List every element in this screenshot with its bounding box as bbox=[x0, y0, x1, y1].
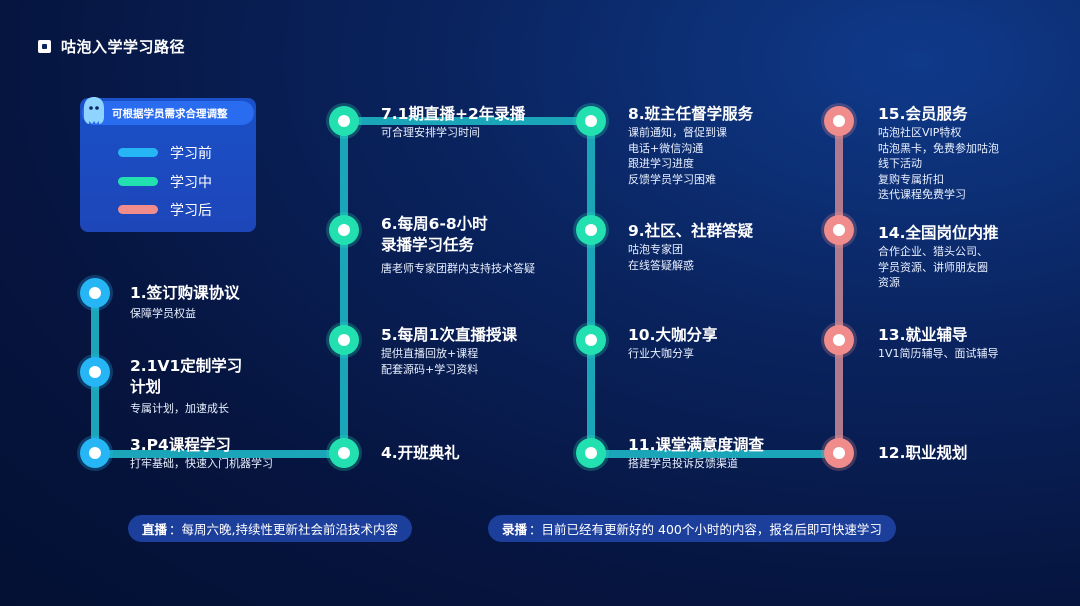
step-desc: 行业大咖分享 bbox=[628, 347, 694, 360]
step-title-line2: 录播学习任务 bbox=[381, 236, 475, 254]
legend-label-after: 学习后 bbox=[170, 203, 212, 219]
recorded-label: 录播 bbox=[502, 522, 528, 537]
step-4: 4.开班典礼 bbox=[381, 443, 460, 464]
live-label: 直播 bbox=[142, 522, 168, 537]
step-desc: 学员资源、讲师朋友圈 bbox=[878, 260, 988, 274]
step-2: 2.1V1定制学习 计划 专属计划，加速成长 bbox=[130, 356, 242, 417]
step-title: 3.P4课程学习 bbox=[130, 436, 231, 454]
recorded-text: ：目前已经有更新好的 400个小时的内容，报名后即可快速学习 bbox=[529, 522, 882, 537]
step-node-2 bbox=[80, 357, 110, 387]
legend-label-during: 学习中 bbox=[170, 175, 212, 191]
live-text: ：每周六晚,持续性更新社会前沿技术内容 bbox=[169, 522, 398, 537]
step-desc: 1V1简历辅导、面试辅导 bbox=[878, 347, 999, 360]
step-desc: 配套源码+学习资料 bbox=[381, 362, 479, 376]
path-line-bottom-2 bbox=[591, 450, 839, 458]
step-desc: 提供直播回放+课程 bbox=[381, 347, 479, 360]
step-desc: 搭建学员投诉反馈渠道 bbox=[628, 457, 738, 470]
step-title: 11.课堂满意度调查 bbox=[628, 436, 764, 454]
step-7: 7.1期直播+2年录播 可合理安排学习时间 bbox=[381, 104, 525, 141]
step-title: 5.每周1次直播授课 bbox=[381, 326, 517, 344]
mascot-icon bbox=[84, 97, 104, 124]
step-desc: 在线答疑解惑 bbox=[628, 258, 694, 272]
legend-swatch-after bbox=[118, 205, 158, 214]
step-title: 14.全国岗位内推 bbox=[878, 224, 999, 242]
step-title: 10.大咖分享 bbox=[628, 326, 718, 344]
live-info-pill: 直播 ：每周六晚,持续性更新社会前沿技术内容 bbox=[128, 515, 412, 542]
step-desc: 反馈学员学习困难 bbox=[628, 172, 716, 186]
step-desc: 保障学员权益 bbox=[130, 307, 196, 320]
step-node-13 bbox=[824, 325, 854, 355]
step-desc: 打牢基础，快速入门机器学习 bbox=[130, 457, 273, 470]
step-desc: 跟进学习进度 bbox=[628, 157, 694, 170]
step-node-7 bbox=[329, 106, 359, 136]
step-desc: 复购专属折扣 bbox=[878, 172, 944, 186]
step-node-9 bbox=[576, 215, 606, 245]
step-10: 10.大咖分享 行业大咖分享 bbox=[628, 325, 717, 362]
legend-heading-pill bbox=[82, 101, 254, 125]
step-title: 7.1期直播+2年录播 bbox=[381, 105, 526, 123]
path-line-bottom-1 bbox=[95, 450, 345, 458]
legend-heading: 可根据学员需求合理调整 bbox=[112, 108, 228, 120]
legend-swatch-during bbox=[118, 177, 158, 186]
step-5: 5.每周1次直播授课 提供直播回放+课程 配套源码+学习资料 bbox=[381, 325, 517, 377]
step-3: 3.P4课程学习 打牢基础，快速入门机器学习 bbox=[130, 435, 273, 472]
step-desc: 合作企业、猎头公司、 bbox=[878, 245, 988, 258]
step-9: 9.社区、社群答疑 咕泡专家团 在线答疑解惑 bbox=[628, 221, 753, 273]
step-node-11 bbox=[576, 438, 606, 468]
step-6: 6.每周6-8小时 录播学习任务 唐老师专家团群内支持技术答疑 bbox=[381, 214, 535, 277]
step-title: 1.签订购课协议 bbox=[130, 284, 240, 302]
step-desc: 电话+微信沟通 bbox=[628, 141, 704, 155]
step-title-line2: 计划 bbox=[130, 378, 162, 396]
step-node-8 bbox=[576, 106, 606, 136]
path-line-col2 bbox=[340, 121, 348, 455]
path-line-col3 bbox=[587, 121, 595, 455]
step-11: 11.课堂满意度调查 搭建学员投诉反馈渠道 bbox=[628, 435, 764, 472]
step-desc: 课前通知，督促到课 bbox=[628, 126, 727, 139]
step-node-3 bbox=[80, 438, 110, 468]
step-node-5 bbox=[329, 325, 359, 355]
step-node-15 bbox=[824, 106, 854, 136]
step-node-12 bbox=[824, 438, 854, 468]
step-14: 14.全国岗位内推 合作企业、猎头公司、 学员资源、讲师朋友圈 资源 bbox=[878, 223, 998, 291]
step-title: 12.职业规划 bbox=[878, 444, 968, 462]
page-title: 咕泡入学学习路径 bbox=[61, 38, 186, 56]
legend-swatch-before bbox=[118, 148, 158, 157]
page-header: 咕泡入学学习路径 bbox=[38, 36, 185, 57]
recorded-info-pill: 录播 ：目前已经有更新好的 400个小时的内容，报名后即可快速学习 bbox=[488, 515, 896, 542]
legend-label-before: 学习前 bbox=[170, 146, 212, 162]
step-title-line1: 6.每周6-8小时 bbox=[381, 215, 488, 233]
step-desc: 咕泡社区VIP特权 bbox=[878, 126, 962, 139]
step-8: 8.班主任督学服务 课前通知，督促到课 电话+微信沟通 跟进学习进度 反馈学员学… bbox=[628, 104, 753, 187]
step-15: 15.会员服务 咕泡社区VIP特权 咕泡黑卡，免费参加咕泡 线下活动 复购专属折… bbox=[878, 104, 999, 203]
step-12: 12.职业规划 bbox=[878, 443, 967, 464]
step-node-4 bbox=[329, 438, 359, 468]
step-desc: 专属计划，加速成长 bbox=[130, 402, 229, 415]
step-1: 1.签订购课协议 保障学员权益 bbox=[130, 283, 240, 322]
square-bullet-icon bbox=[38, 40, 51, 53]
step-node-1 bbox=[80, 278, 110, 308]
step-desc: 唐老师专家团群内支持技术答疑 bbox=[381, 262, 535, 275]
step-desc: 咕泡黑卡，免费参加咕泡 bbox=[878, 141, 999, 155]
step-desc: 线下活动 bbox=[878, 157, 922, 170]
step-13: 13.就业辅导 1V1简历辅导、面试辅导 bbox=[878, 325, 999, 362]
step-desc: 可合理安排学习时间 bbox=[381, 126, 480, 139]
path-line-top bbox=[344, 117, 592, 125]
path-line-col4 bbox=[835, 121, 843, 455]
step-title-line1: 2.1V1定制学习 bbox=[130, 357, 243, 375]
step-title: 9.社区、社群答疑 bbox=[628, 222, 754, 240]
step-title: 13.就业辅导 bbox=[878, 326, 968, 344]
step-node-6 bbox=[329, 215, 359, 245]
step-desc: 资源 bbox=[878, 276, 900, 289]
step-node-14 bbox=[824, 215, 854, 245]
step-desc: 迭代课程免费学习 bbox=[878, 188, 966, 201]
step-title: 8.班主任督学服务 bbox=[628, 105, 754, 123]
step-desc: 咕泡专家团 bbox=[628, 243, 683, 256]
step-title: 4.开班典礼 bbox=[381, 444, 460, 462]
step-node-10 bbox=[576, 325, 606, 355]
step-title: 15.会员服务 bbox=[878, 105, 968, 123]
